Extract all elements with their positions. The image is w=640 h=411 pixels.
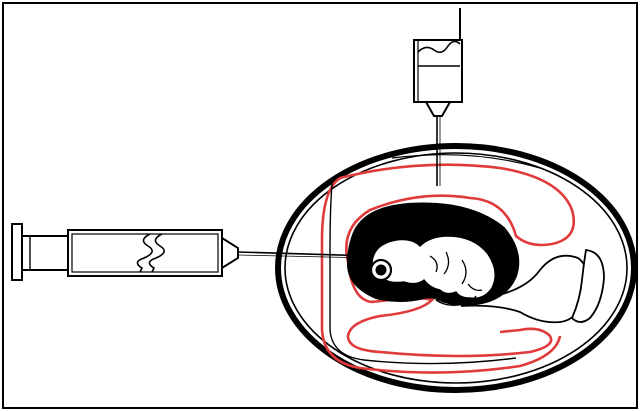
shell-membrane xyxy=(284,152,628,384)
horizontal-syringe xyxy=(11,223,373,281)
vertical-syringe-liquid-line xyxy=(417,40,461,67)
embryo-eye-inner xyxy=(375,264,387,276)
horizontal-syringe-thumb-rest xyxy=(11,223,23,281)
horizontal-syringe-barrel xyxy=(67,229,223,277)
albumen-sac xyxy=(570,249,605,323)
horizontal-syringe-liquid-line xyxy=(136,233,165,273)
allantois-outline xyxy=(329,183,517,365)
horizontal-syringe-plunger-rod xyxy=(21,235,71,271)
vertical-syringe-nozzle xyxy=(424,101,452,117)
embryo xyxy=(371,235,496,299)
embryo-tail xyxy=(435,295,477,307)
horizontal-syringe-nozzle xyxy=(221,236,239,270)
vertical-syringe xyxy=(413,8,463,186)
horizontal-syringe-needle xyxy=(237,251,373,257)
air-sac-line xyxy=(391,154,541,169)
embryo-limb-lines xyxy=(429,251,483,292)
egg xyxy=(275,143,637,393)
